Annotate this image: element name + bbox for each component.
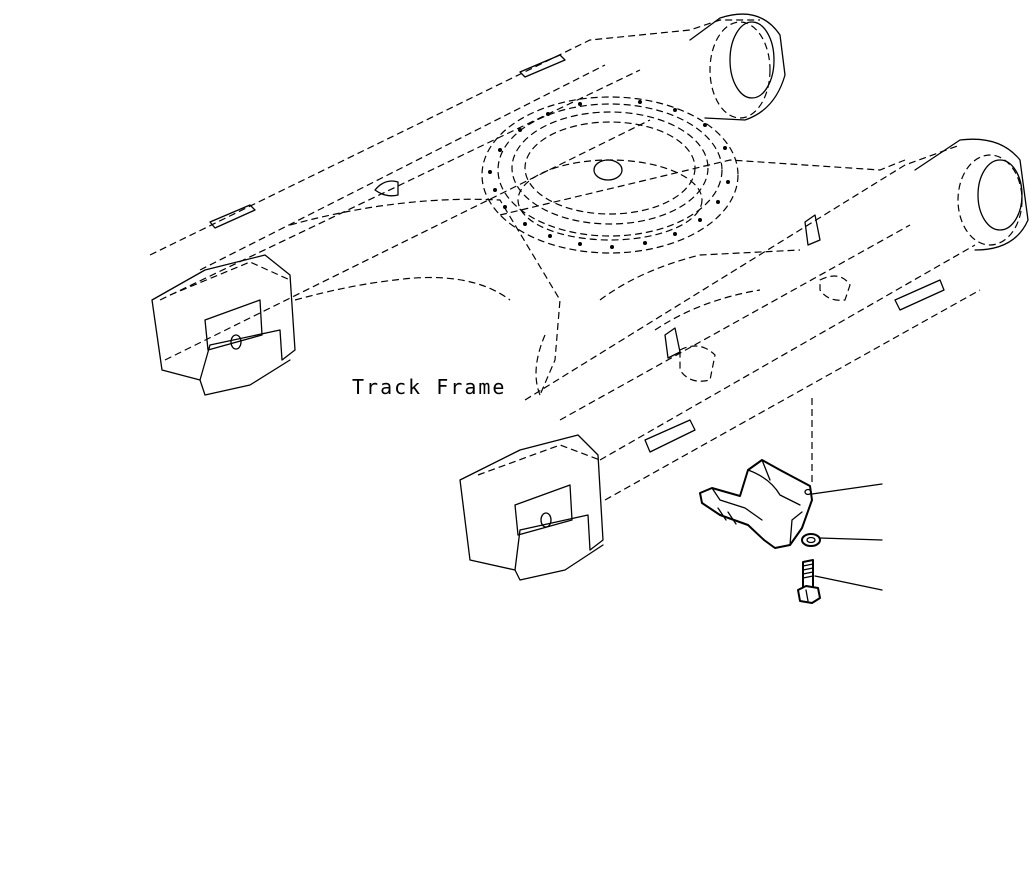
leader-lines xyxy=(811,483,883,591)
leader-bolt xyxy=(814,575,883,591)
exploded-parts xyxy=(699,398,883,604)
washer xyxy=(801,533,821,547)
leader-washer xyxy=(819,537,883,541)
right-side-frame xyxy=(459,138,1029,581)
swing-circle xyxy=(481,96,739,254)
bolt xyxy=(797,559,821,604)
left-side-frame xyxy=(149,13,786,396)
track-frame: Track Frame xyxy=(149,13,1029,581)
guard-bracket xyxy=(699,459,813,549)
center-body xyxy=(289,96,906,396)
track-frame-label: Track Frame xyxy=(352,375,506,399)
leader-bracket xyxy=(811,483,883,495)
bolt-circle-holes xyxy=(488,100,730,249)
